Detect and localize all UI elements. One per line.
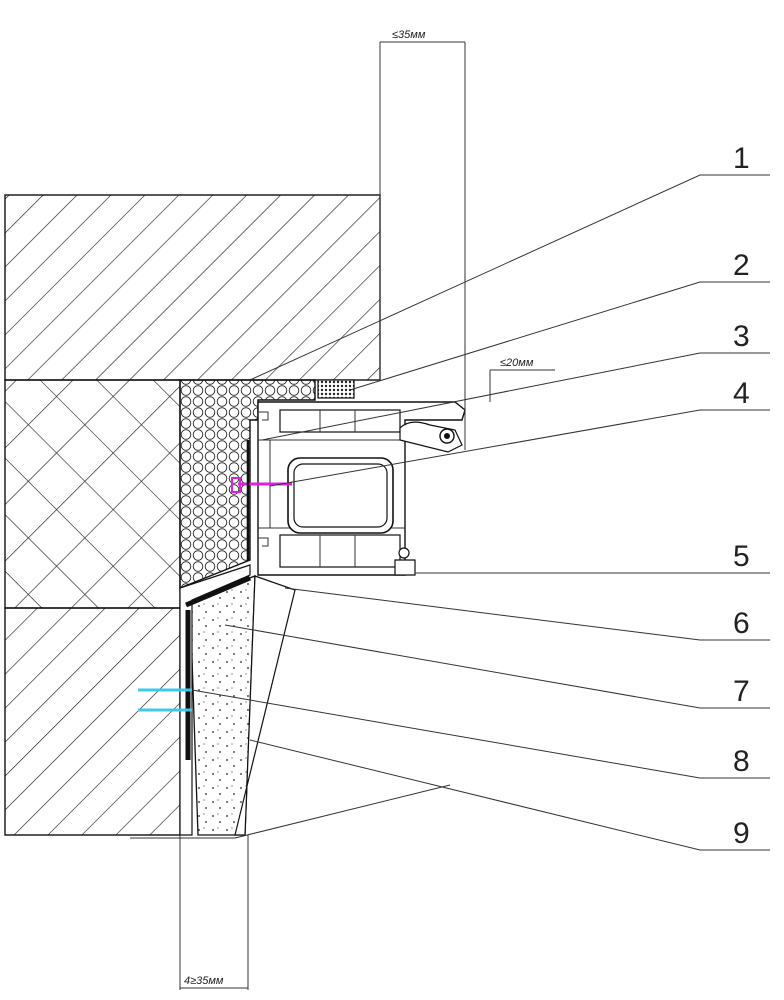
sealing-tape <box>317 379 355 399</box>
upper-masonry-block <box>4 194 381 381</box>
leader-9-extra <box>234 784 451 839</box>
callout-numbers: 1 2 3 4 5 6 7 8 9 <box>733 142 750 850</box>
insulation-layer-crosshatch <box>4 379 181 609</box>
callout-4: 4 <box>733 377 750 410</box>
top-dimension-label: ≤35мм <box>392 29 426 41</box>
callout-9: 9 <box>733 817 750 850</box>
leader-3 <box>261 352 770 441</box>
leader-2 <box>349 281 770 391</box>
top-dimension-guide: ≤35мм <box>379 29 466 450</box>
leader-7 <box>224 624 770 709</box>
bottom-dimension-label: 4≥35мм <box>184 975 224 987</box>
callout-7: 7 <box>733 675 750 708</box>
steel-reinforcement-insert <box>287 457 394 534</box>
leader-8 <box>191 689 770 779</box>
lower-masonry-block <box>4 607 181 836</box>
bottom-dimension-guide: 4≥35мм <box>130 835 249 990</box>
leader-1 <box>249 174 770 381</box>
callout-5: 5 <box>733 540 750 573</box>
leader-6 <box>284 587 770 641</box>
callout-3: 3 <box>733 320 750 353</box>
callout-6: 6 <box>733 607 750 640</box>
side-dimension-label: ≤20мм <box>500 357 534 369</box>
leader-9 <box>249 739 770 851</box>
leader-4 <box>269 409 770 487</box>
callout-1: 1 <box>733 142 750 175</box>
callout-2: 2 <box>733 249 750 282</box>
callout-leaders <box>191 174 770 851</box>
callout-8: 8 <box>733 745 750 778</box>
side-dimension-guide: ≤20мм <box>489 357 555 402</box>
